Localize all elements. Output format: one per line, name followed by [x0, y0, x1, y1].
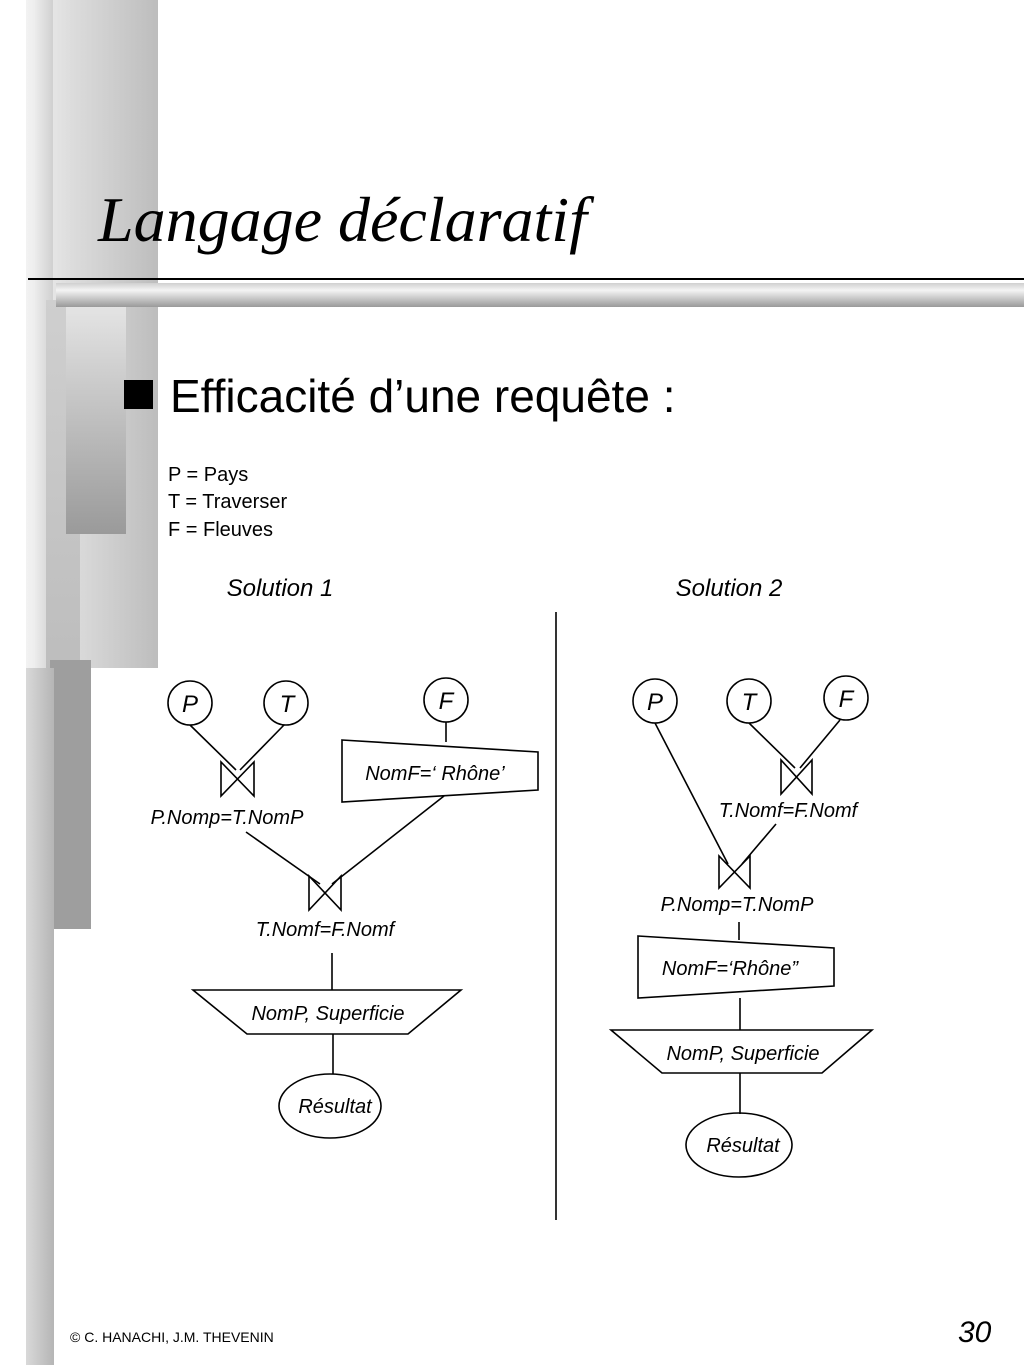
s1-edge [331, 795, 445, 885]
title-divider [28, 278, 1024, 280]
s2-node-t-label: T [742, 689, 759, 716]
s1-node-p-label: P [182, 691, 198, 718]
s2-selection-label: NomF=‘Rhône” [662, 958, 800, 980]
s2-edge [748, 722, 796, 769]
s1-result-node [278, 1073, 382, 1139]
s1-projection-box [190, 989, 464, 1035]
legend-item-f: F = Fleuves [168, 519, 274, 541]
s2-heading: Solution 2 [676, 575, 783, 602]
bullet-heading: Efficacité d’une requête : [170, 370, 676, 422]
s1-edge [245, 831, 321, 885]
s1-join1-symbol [220, 760, 255, 798]
s2-join1-symbol [780, 757, 813, 797]
s2-selection-box [637, 935, 835, 999]
page-title: Langage déclaratif [98, 184, 587, 255]
s1-edge [189, 724, 237, 771]
legend-item-t: T = Traverser [168, 491, 288, 513]
s2-join2-symbol [718, 854, 751, 890]
s2-result-label: Résultat [706, 1135, 781, 1157]
s1-selection-box [341, 739, 539, 803]
page-number: 30 [958, 1316, 992, 1349]
bullet-square-icon [124, 380, 153, 409]
s1-edge [239, 724, 285, 771]
s2-join2-label: P.Nomp=T.NomP [661, 894, 815, 916]
s1-join1-label: P.Nomp=T.NomP [151, 807, 305, 829]
s2-node-f-label: F [839, 686, 855, 713]
s2-projection-box [608, 1029, 875, 1074]
s1-node-t [263, 680, 309, 726]
s1-result-label: Résultat [298, 1096, 373, 1118]
s2-result-node [685, 1112, 793, 1178]
footer-copyright: © C. HANACHI, J.M. THEVENIN [70, 1329, 274, 1345]
s1-projection-label: NomP, Superficie [251, 1003, 404, 1025]
s2-join1-label: T.Nomf=F.Nomf [719, 800, 860, 822]
s2-edge [799, 719, 841, 769]
decor-bar [66, 306, 126, 534]
s1-selection-label: NomF=‘ Rhône’ [365, 763, 505, 785]
s2-edge [654, 722, 729, 865]
s1-heading: Solution 1 [227, 575, 334, 602]
s2-node-f [823, 675, 869, 721]
s1-node-f-label: F [439, 688, 455, 715]
s1-join2-label: T.Nomf=F.Nomf [256, 919, 397, 941]
s2-projection-label: NomP, Superficie [666, 1043, 819, 1065]
s2-node-p-label: P [647, 689, 663, 716]
decor-bar [26, 668, 54, 1365]
legend-item-p: P = Pays [168, 464, 249, 486]
title-shadow-bar [56, 283, 1024, 307]
decor-bar [50, 660, 91, 929]
s1-join2-symbol [308, 873, 342, 913]
s1-node-t-label: T [280, 691, 297, 718]
